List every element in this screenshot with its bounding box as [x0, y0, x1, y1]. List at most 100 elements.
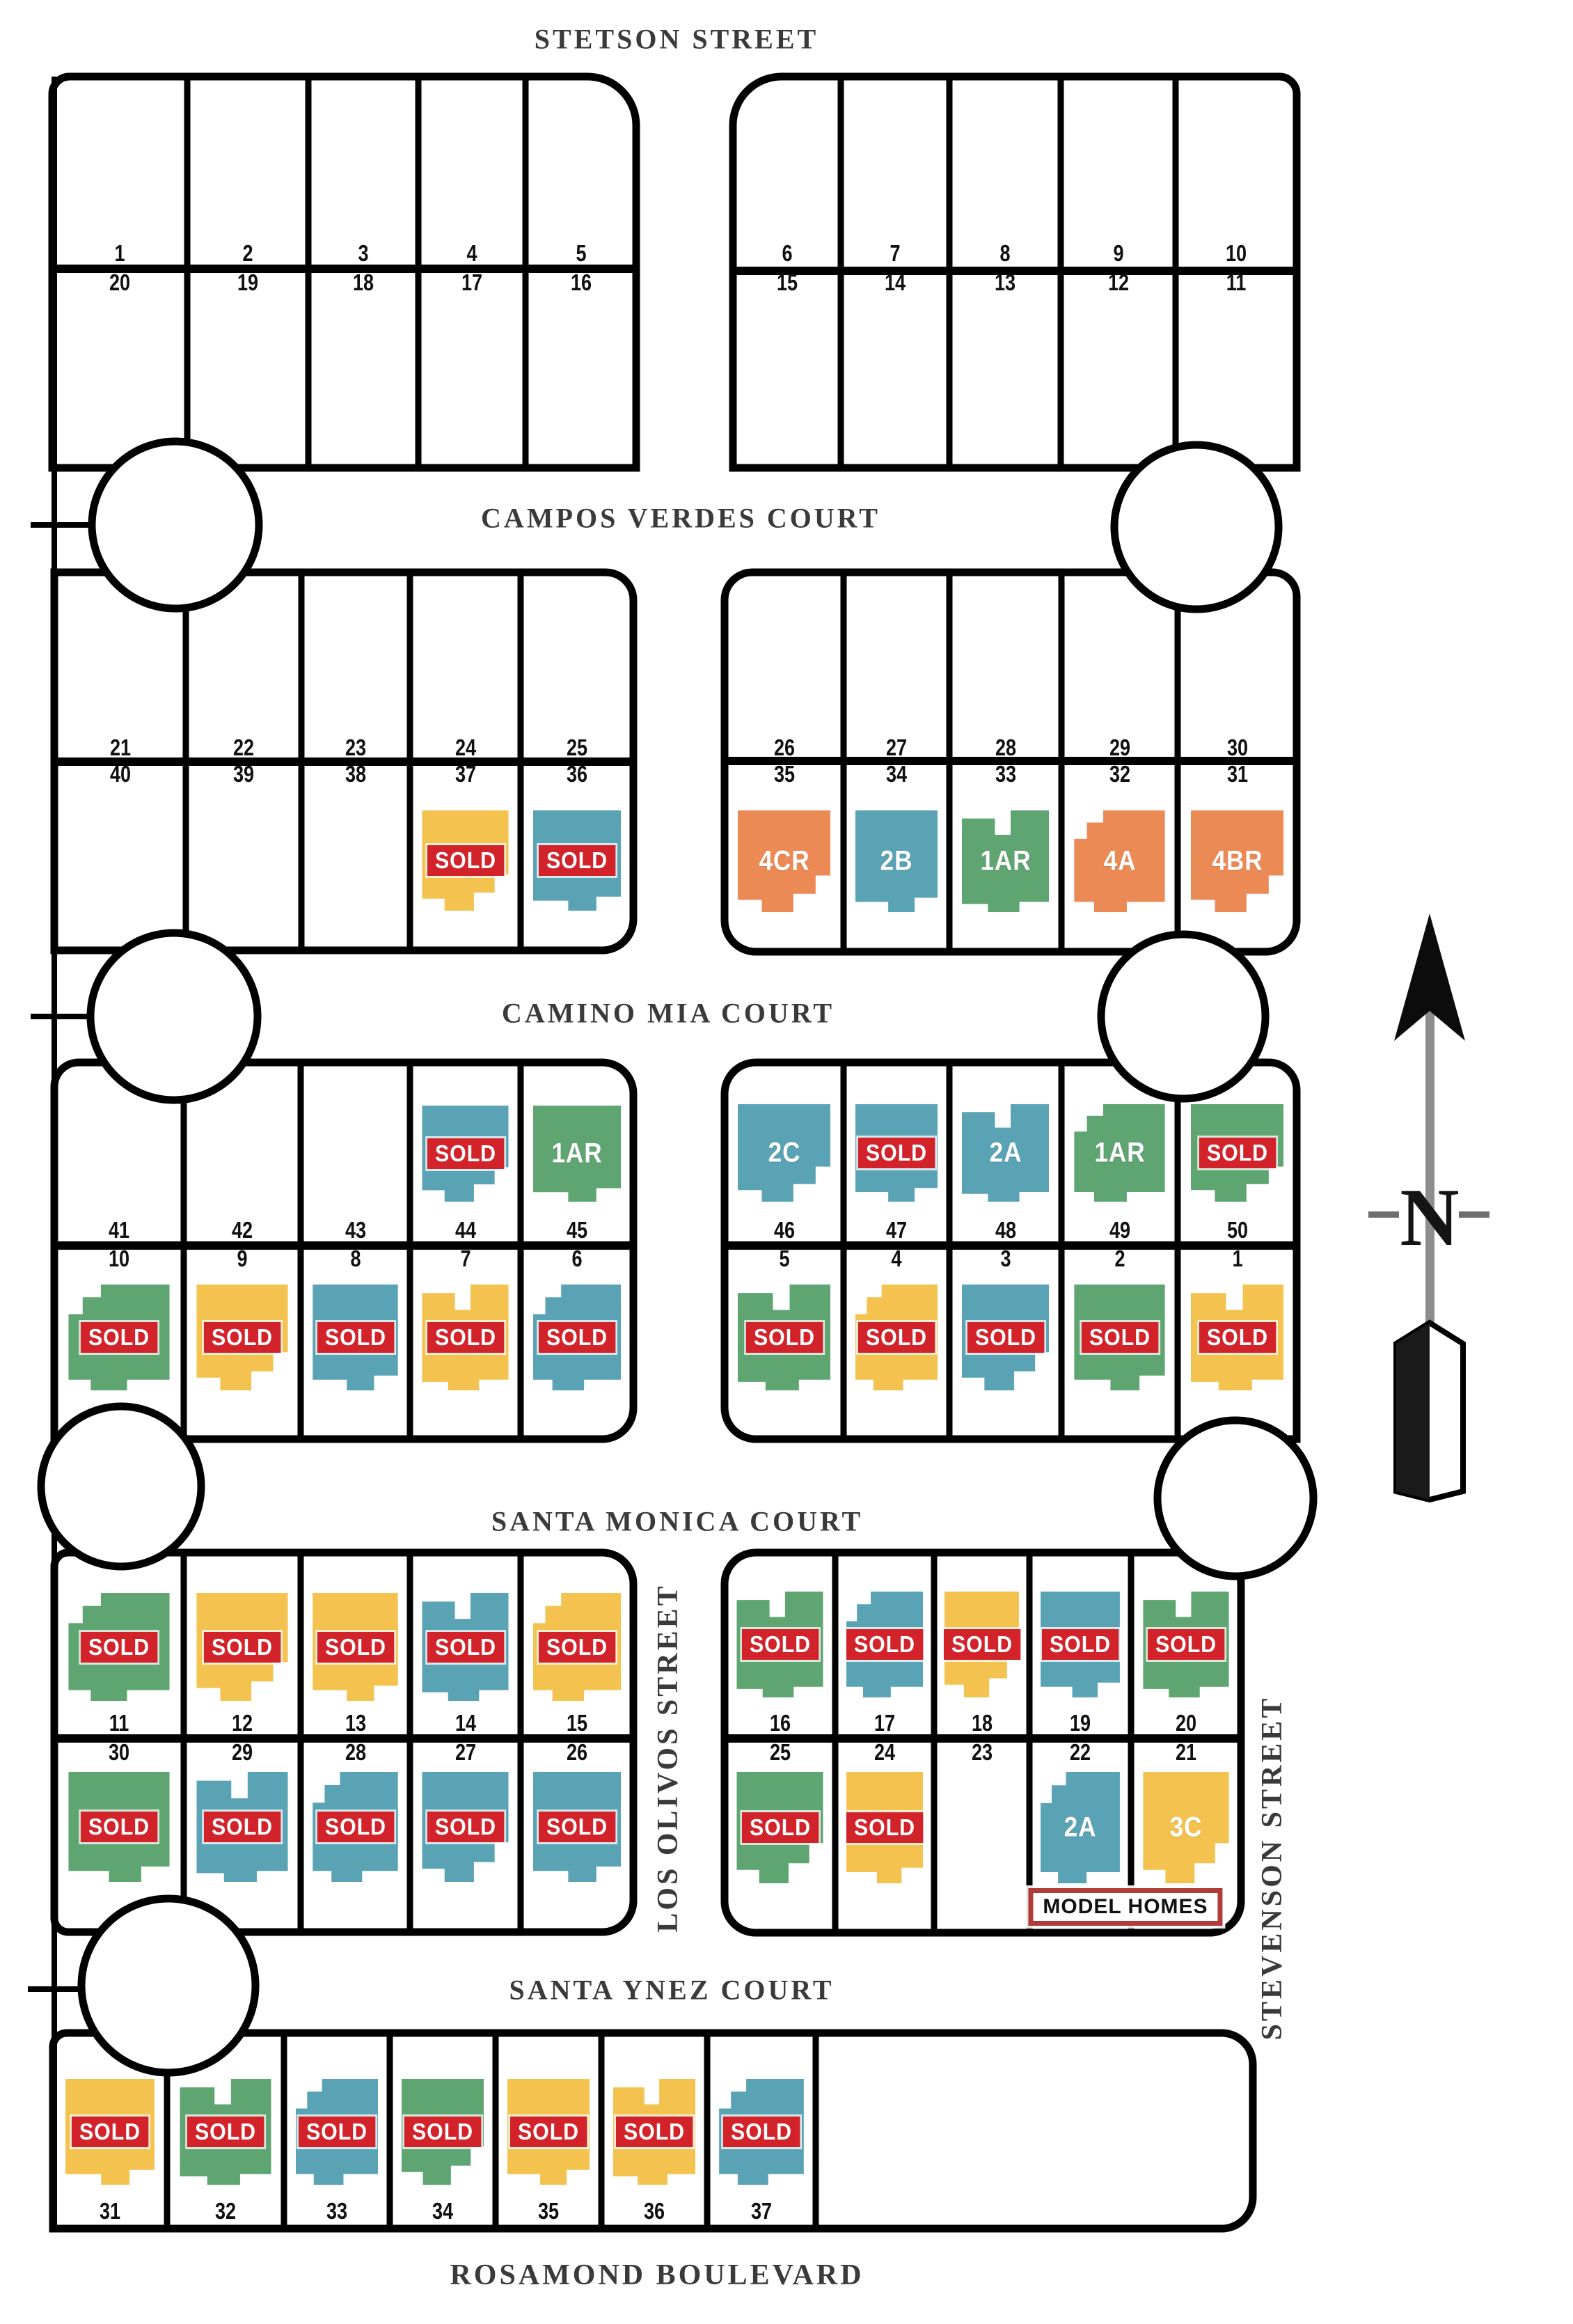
sold-badge: SOLD [80, 1631, 158, 1663]
plan-label: 4CR [758, 845, 810, 877]
lot-number: 31 [1226, 761, 1248, 787]
street-label-los-olivos: LOS OLIVOS STREET [652, 1583, 684, 1933]
lot-number: 3 [999, 1246, 1011, 1271]
house-footprint-lot-32 [1074, 810, 1165, 912]
lot-number: 22 [1069, 1739, 1091, 1765]
lot-number: 25 [566, 735, 588, 760]
block-outline-santa-ynez-block-west [50, 1548, 638, 1936]
compass-fletching-fill [1396, 1323, 1430, 1500]
street-label-stetson: STETSON STREET [534, 23, 819, 55]
plan-label: 3C [1169, 1812, 1203, 1843]
lot-number: 5 [575, 240, 587, 266]
sold-badge: SOLD [427, 845, 504, 876]
compass-dash-right [1459, 1211, 1489, 1218]
sold-badge: SOLD [538, 1322, 616, 1353]
lot-number: 16 [769, 1710, 791, 1736]
plan-label: 2A [989, 1137, 1022, 1168]
lot-number: 17 [874, 1710, 896, 1736]
model-homes-badge: MODEL HOMES [1028, 1888, 1223, 1926]
lot-number: 12 [231, 1710, 253, 1736]
lot-number: 8 [349, 1246, 361, 1271]
sold-badge: SOLD [71, 2117, 149, 2147]
lot-number: 30 [1226, 735, 1248, 760]
lot-number: 32 [214, 2198, 237, 2224]
sold-badge: SOLD [427, 1812, 504, 1842]
sold-badge: SOLD [509, 2117, 587, 2147]
block-outline-rosamond-block [49, 2029, 1257, 2233]
sold-badge: SOLD [298, 2117, 376, 2147]
lot-number: 10 [108, 1246, 130, 1271]
plan-label: 2B [880, 845, 913, 877]
house-footprint-lot-22 [1041, 1772, 1120, 1883]
lot-number: 33 [995, 761, 1016, 787]
sold-badge: SOLD [80, 1322, 158, 1353]
street-label-camino-mia: CAMINO MIA COURT [501, 997, 835, 1029]
lot-number: 11 [1226, 269, 1247, 295]
block-outline-stetson-block-west [48, 72, 640, 472]
sold-badge: SOLD [1199, 1138, 1276, 1168]
plan-label: 2C [768, 1137, 800, 1168]
lot-number: 16 [570, 269, 592, 295]
lot-number: 42 [231, 1217, 253, 1243]
plan-label: 4A [1103, 845, 1136, 877]
lot-number: 48 [995, 1217, 1016, 1243]
sold-badge: SOLD [427, 1138, 504, 1169]
lot-number: 20 [109, 269, 131, 295]
lot-number: 21 [1175, 1739, 1197, 1765]
block-outline-camino-mia-block-west [50, 1058, 638, 1443]
lot-number: 9 [237, 1246, 248, 1271]
compass-arrowhead-icon [1394, 913, 1465, 1041]
sold-badge: SOLD [1041, 1629, 1119, 1660]
street-label-santa-monica: SANTA MONICA COURT [491, 1505, 864, 1537]
plan-label: 2A [1064, 1812, 1097, 1843]
lot-number: 36 [566, 761, 588, 787]
sold-badge: SOLD [857, 1322, 935, 1353]
sold-badge: SOLD [967, 1322, 1044, 1353]
street-label-rosamond: ROSAMOND BOULEVARD [450, 2259, 864, 2291]
lot-number: 18 [352, 269, 374, 295]
lot-number: 11 [109, 1710, 129, 1736]
lot-number: 1 [114, 240, 125, 266]
lot-number: 6 [781, 240, 793, 266]
lot-number: 25 [769, 1739, 791, 1765]
lot-number: 40 [109, 761, 131, 787]
lot-number: 24 [874, 1739, 896, 1765]
house-footprint-lot-45 [532, 1106, 622, 1202]
lot-number: 18 [971, 1710, 993, 1736]
lot-number: 27 [454, 1739, 476, 1765]
lot-number: 34 [432, 2198, 454, 2224]
lot-number: 13 [994, 269, 1016, 295]
sold-badge: SOLD [741, 1629, 819, 1660]
lot-number: 38 [345, 761, 367, 787]
block-outline-stetson-block-east [729, 72, 1301, 472]
block-outline-camino-mia-block-east [720, 1058, 1301, 1443]
sold-badge: SOLD [943, 1629, 1020, 1660]
cul-de-sac-circle [1153, 1416, 1318, 1580]
compass-dash-left [1368, 1211, 1399, 1218]
cul-de-sac-circle [86, 929, 262, 1104]
lot-number: 27 [885, 735, 908, 760]
lot-number: 3 [358, 240, 369, 266]
sold-badge: SOLD [427, 1631, 504, 1663]
lot-number: 44 [454, 1217, 476, 1243]
lot-number: 28 [345, 1739, 366, 1765]
cul-de-sac-circle [1110, 441, 1283, 613]
lot-number: 5 [778, 1246, 790, 1271]
lot-number: 29 [231, 1739, 253, 1765]
lot-number: 2 [242, 240, 253, 266]
lot-number: 6 [571, 1246, 583, 1271]
lot-number: 19 [1069, 1710, 1091, 1736]
sold-badge: SOLD [203, 1812, 281, 1842]
plan-label: 1AR [1093, 1137, 1146, 1168]
lot-number: 23 [345, 735, 367, 760]
block-outline-campos-verdes-block-west [50, 568, 638, 955]
lot-number: 32 [1109, 761, 1130, 787]
lot-number: 34 [885, 761, 908, 787]
plan-label: 1AR [551, 1138, 603, 1169]
sold-badge: SOLD [1199, 1322, 1276, 1353]
cul-de-sac-circle [1097, 930, 1270, 1103]
lot-number: 30 [108, 1739, 130, 1765]
lot-number: 17 [461, 269, 483, 295]
cul-de-sac-circle [88, 437, 263, 613]
